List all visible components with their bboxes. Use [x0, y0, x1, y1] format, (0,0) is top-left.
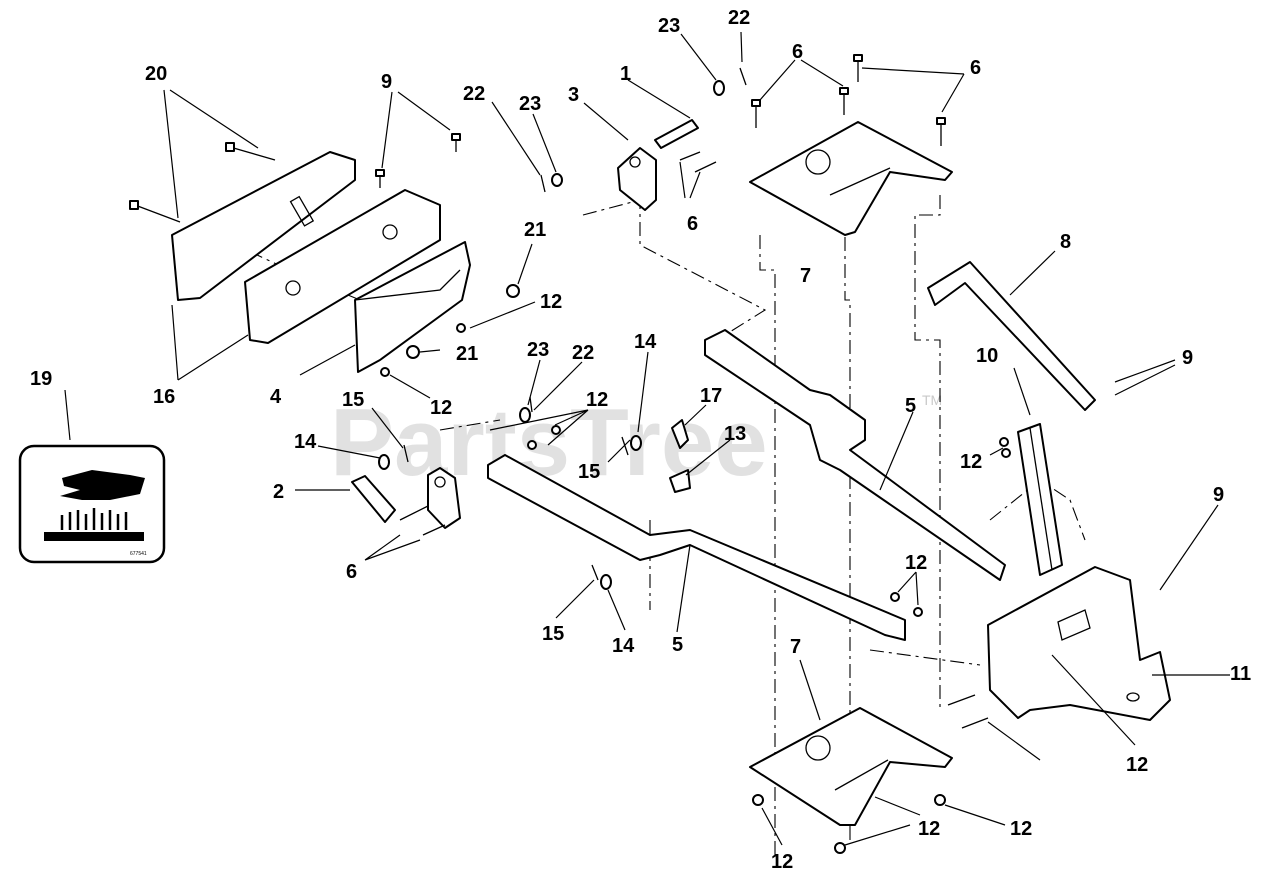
callout-23: 23 [519, 93, 541, 115]
mounting-plate-top [749, 121, 953, 236]
hitch-box [987, 566, 1171, 721]
callout-6: 6 [346, 561, 357, 583]
callout-2: 2 [273, 481, 284, 503]
fittings [669, 419, 691, 493]
callout-14: 14 [294, 431, 317, 453]
callout-21: 21 [524, 219, 546, 241]
callout-9: 9 [1182, 347, 1193, 369]
callout-12: 12 [1126, 754, 1148, 776]
side-plate [351, 475, 396, 523]
callout-5: 5 [672, 634, 683, 656]
counterweight-small [244, 189, 441, 344]
callout-15: 15 [542, 623, 564, 645]
callout-6: 6 [792, 41, 803, 63]
callout-22: 22 [728, 7, 750, 29]
callout-19: 19 [30, 368, 52, 390]
vertical-bracket [1017, 423, 1063, 576]
lower-bracket [427, 467, 461, 529]
frame-front [487, 454, 906, 641]
nuts [380, 284, 1054, 854]
callout-12: 12 [771, 851, 793, 873]
weight-bracket [354, 241, 471, 373]
callout-1: 1 [620, 63, 631, 85]
callout-7: 7 [790, 636, 801, 658]
callout-4: 4 [270, 386, 282, 408]
mounting-plate-bottom [749, 707, 953, 826]
callout-11: 11 [1230, 663, 1251, 685]
callout-14: 14 [612, 635, 635, 657]
bolts-9-left [375, 133, 461, 188]
callout-labels: 1 2 3 4 5 5 6 6 6 6 7 7 8 9 9 9 10 11 12… [30, 7, 1251, 873]
watermark-trademark: TM [922, 392, 942, 408]
callout-12: 12 [960, 451, 982, 473]
callout-6: 6 [970, 57, 981, 79]
counterweight-large [171, 151, 356, 301]
callout-5: 5 [905, 395, 916, 417]
callout-3: 3 [568, 84, 579, 106]
bolts-6-top [679, 54, 946, 173]
bolts-6-lower [399, 505, 989, 729]
callout-12: 12 [1010, 818, 1032, 840]
bolts-20 [129, 142, 276, 223]
callout-12: 12 [586, 389, 608, 411]
callout-12: 12 [540, 291, 562, 313]
callout-16: 16 [153, 386, 175, 408]
frame-rear [704, 329, 1006, 581]
hitch-bracket [617, 147, 657, 211]
washers-pins [378, 67, 747, 590]
callout-9: 9 [381, 71, 392, 93]
callout-8: 8 [1060, 231, 1071, 253]
pin [654, 119, 699, 149]
callout-6: 6 [687, 213, 698, 235]
callout-23: 23 [658, 15, 680, 37]
support-bar [927, 261, 1096, 411]
callout-12: 12 [905, 552, 927, 574]
callout-15: 15 [342, 389, 364, 411]
callout-12: 12 [430, 397, 452, 419]
callout-9: 9 [1213, 484, 1224, 506]
warning-icon-code: 677541 [130, 551, 147, 557]
hot-surface-warning-icon: 677541 [18, 444, 166, 564]
callout-15: 15 [578, 461, 600, 483]
callout-13: 13 [724, 423, 746, 445]
callout-22: 22 [572, 342, 594, 364]
callout-21: 21 [456, 343, 478, 365]
callout-22: 22 [463, 83, 485, 105]
callout-14: 14 [634, 331, 657, 353]
callout-20: 20 [145, 63, 167, 85]
callout-12: 12 [918, 818, 940, 840]
callout-10: 10 [976, 345, 998, 367]
callout-17: 17 [700, 385, 722, 407]
leader-lines [64, 31, 1230, 846]
callout-7: 7 [800, 265, 811, 287]
callout-23: 23 [527, 339, 549, 361]
